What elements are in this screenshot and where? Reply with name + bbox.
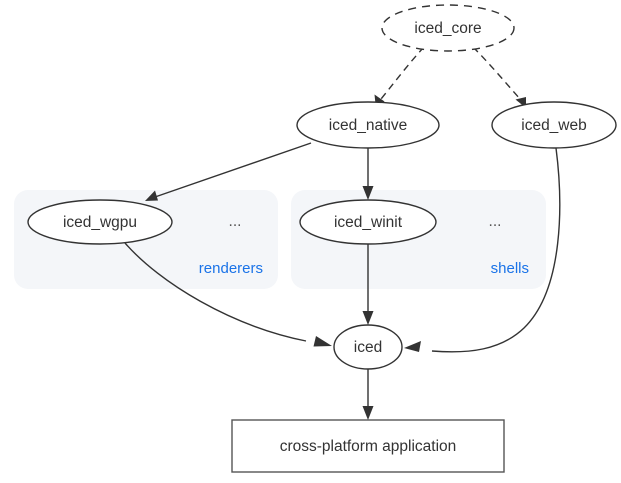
edge-iced-web-to-iced-line — [431, 147, 561, 353]
node-iced-native-shape[interactable] — [296, 101, 440, 149]
edge-iced-web-to-iced — [404, 147, 561, 353]
node-iced-winit-shape[interactable] — [299, 199, 437, 245]
cluster-shells-ellipsis: ... — [489, 213, 502, 230]
node-iced-shape[interactable] — [333, 324, 403, 370]
edge-iced-native-to-iced-winit-arrow — [362, 186, 374, 200]
edge-iced-wgpu-to-iced-arrow — [313, 336, 332, 347]
node-iced-web-label: iced_web — [521, 117, 587, 134]
node-cross-platform-application[interactable]: cross-platform application — [231, 419, 505, 473]
node-iced-wgpu[interactable]: iced_wgpu — [27, 199, 173, 245]
node-cross-platform-application-label: cross-platform application — [280, 438, 457, 455]
edge-iced-core-to-iced-web — [472, 46, 526, 108]
edge-iced-wgpu-to-iced-line — [124, 242, 307, 342]
edge-iced-winit-to-iced-arrow — [362, 311, 374, 325]
edge-iced-wgpu-to-iced — [124, 242, 332, 347]
node-iced-wgpu-shape[interactable] — [27, 199, 173, 245]
node-iced-native[interactable]: iced_native — [296, 101, 440, 149]
node-iced-web-shape[interactable] — [491, 101, 617, 149]
edge-iced-to-application — [362, 369, 374, 420]
node-iced-wgpu-label: iced_wgpu — [63, 214, 137, 231]
node-iced-core-shape[interactable] — [381, 4, 515, 52]
node-iced-core[interactable]: iced_core — [381, 4, 515, 52]
edge-iced-native-to-iced-wgpu-arrow — [145, 190, 158, 201]
edge-iced-native-to-iced-wgpu-line — [154, 142, 312, 198]
edge-iced-winit-to-iced — [362, 244, 374, 325]
node-iced-native-label: iced_native — [329, 117, 407, 134]
edge-iced-native-to-iced-wgpu — [145, 142, 312, 201]
node-iced-winit-label: iced_winit — [334, 214, 403, 231]
edge-iced-core-to-iced-native — [374, 46, 425, 109]
edge-iced-web-to-iced-arrow — [404, 341, 421, 352]
edge-iced-core-to-iced-native-line — [380, 46, 425, 100]
cluster-shells-label: shells — [491, 260, 529, 277]
node-iced-core-label: iced_core — [414, 20, 481, 37]
node-iced-label: iced — [354, 339, 382, 356]
cluster-renderers-ellipsis: ... — [229, 213, 242, 230]
cluster-renderers-label: renderers — [199, 260, 263, 277]
node-iced[interactable]: iced — [333, 324, 403, 370]
edge-iced-native-to-iced-winit — [362, 148, 374, 200]
node-iced-winit[interactable]: iced_winit — [299, 199, 437, 245]
edge-iced-core-to-iced-web-line — [472, 46, 521, 100]
node-cross-platform-application-shape[interactable] — [231, 419, 505, 473]
edge-iced-to-application-arrow — [362, 406, 374, 420]
node-iced-web[interactable]: iced_web — [491, 101, 617, 149]
